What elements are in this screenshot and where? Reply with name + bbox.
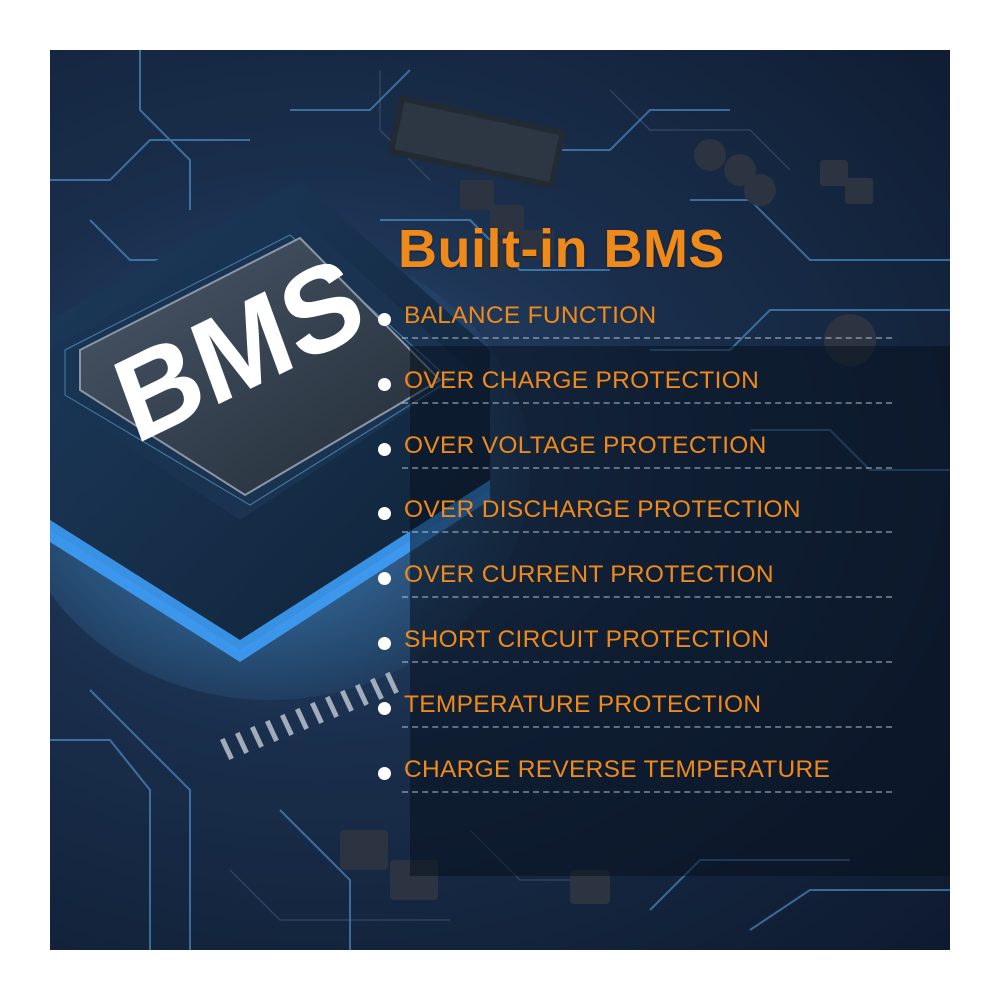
divider: [402, 466, 892, 469]
divider: [402, 725, 892, 728]
feature-panel: [410, 346, 950, 876]
bullet-icon: [378, 766, 391, 780]
bms-chip: [50, 180, 490, 662]
divider: [402, 596, 892, 599]
list-item: SHORT CIRCUIT PROTECTION: [372, 624, 892, 689]
list-item: CHARGE REVERSE TEMPERATURE: [372, 754, 892, 819]
bullet-icon: [378, 507, 391, 521]
page-title: Built-in BMS: [398, 219, 725, 279]
divider: [402, 401, 892, 404]
list-item: OVER VOLTAGE PROTECTION: [372, 430, 892, 495]
feature-label: OVER CHARGE PROTECTION: [404, 366, 760, 394]
bullet-icon: [378, 313, 391, 326]
bullet-icon: [378, 442, 391, 456]
circuit-board-illustration: BMS: [50, 50, 950, 950]
feature-label: BALANCE FUNCTION: [404, 302, 657, 329]
feature-label: CHARGE REVERSE TEMPERATURE: [404, 755, 831, 783]
list-item: TEMPERATURE PROTECTION: [372, 689, 892, 754]
feature-label: OVER CURRENT PROTECTION: [404, 561, 774, 589]
bullet-icon: [378, 636, 391, 650]
divider: [402, 337, 892, 339]
feature-list: BALANCE FUNCTION OVER CHARGE PROTECTION …: [372, 300, 892, 818]
bullet-icon: [378, 572, 391, 586]
feature-label: OVER DISCHARGE PROTECTION: [404, 496, 801, 524]
bullet-icon: [378, 701, 391, 715]
bullet-icon: [378, 377, 391, 391]
list-item: OVER CHARGE PROTECTION: [372, 365, 892, 430]
small-chip: [387, 95, 567, 190]
list-item: OVER CURRENT PROTECTION: [372, 559, 892, 624]
pin-row: [220, 671, 399, 760]
divider: [402, 660, 892, 663]
divider: [402, 531, 892, 534]
divider: [402, 790, 892, 793]
feature-label: SHORT CIRCUIT PROTECTION: [404, 625, 770, 653]
list-item: BALANCE FUNCTION: [372, 300, 892, 365]
product-image: BMS: [50, 50, 950, 950]
list-item: OVER DISCHARGE PROTECTION: [372, 494, 892, 559]
feature-label: TEMPERATURE PROTECTION: [404, 690, 762, 718]
feature-label: OVER VOLTAGE PROTECTION: [404, 431, 767, 459]
